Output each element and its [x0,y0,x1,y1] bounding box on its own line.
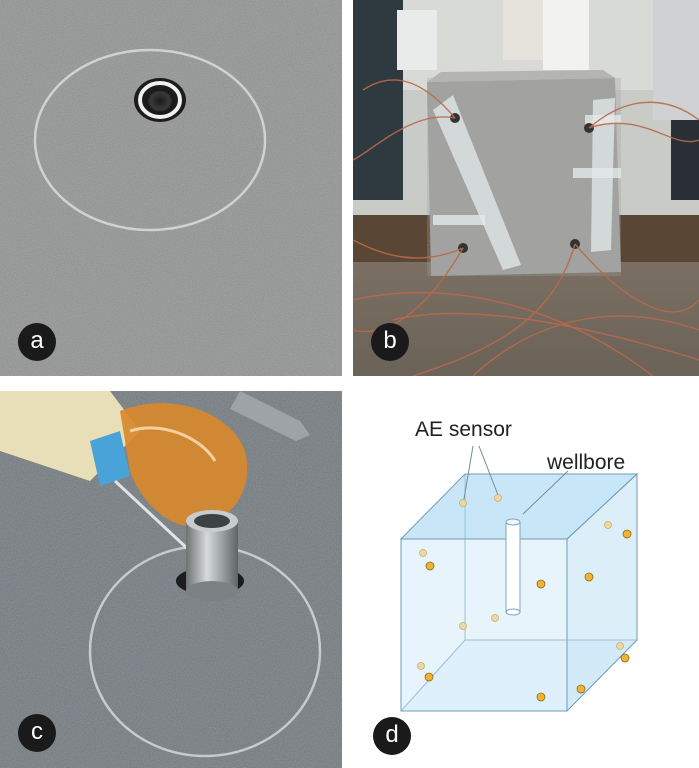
machine-left [353,0,403,200]
panel-label-c: c [18,714,56,752]
granite-block-photo [353,0,699,376]
granite-surface-photo [0,0,342,376]
wellbore-tube [505,518,521,616]
photo-panel-c: c [0,391,342,768]
ae-sensor [425,561,435,571]
wrench [230,391,310,441]
copper-cables [353,79,699,376]
chalk-circle [33,48,267,232]
cloth [120,403,248,527]
ae-sensor [417,662,425,670]
steel-casing [186,521,238,591]
ae-sensor [536,579,546,589]
ae-sensor [491,614,499,622]
ae-sensor [622,529,632,539]
panel-label-a: a [18,323,56,361]
ae-sensor [419,549,427,557]
cube-top-face [401,474,637,539]
cube-schematic [399,445,639,712]
ae-sensor [424,672,434,682]
diagram-panel-d: AE sensor wellbore d [353,391,699,768]
ae-sensor [576,684,586,694]
panel-label-b: b [371,323,409,361]
cube-front-face [401,539,567,711]
casing-gluing-photo [0,391,342,768]
wellbore-label: wellbore [547,451,626,474]
photo-panel-a: a [0,0,342,376]
ae-sensor [604,521,612,529]
ae-sensor [536,692,546,702]
cube-right-face [567,474,637,711]
ae-sensor [459,622,467,630]
ae-sensor [616,642,624,650]
ae-sensor [494,494,502,502]
ae-sensor-label: AE sensor [415,418,512,441]
ae-sensor [584,572,594,582]
photo-panel-b: b [353,0,699,376]
panel-label-d: d [373,717,411,755]
glue-nozzle [113,479,192,553]
ae-sensor [620,653,630,663]
ae-sensor [459,499,467,507]
